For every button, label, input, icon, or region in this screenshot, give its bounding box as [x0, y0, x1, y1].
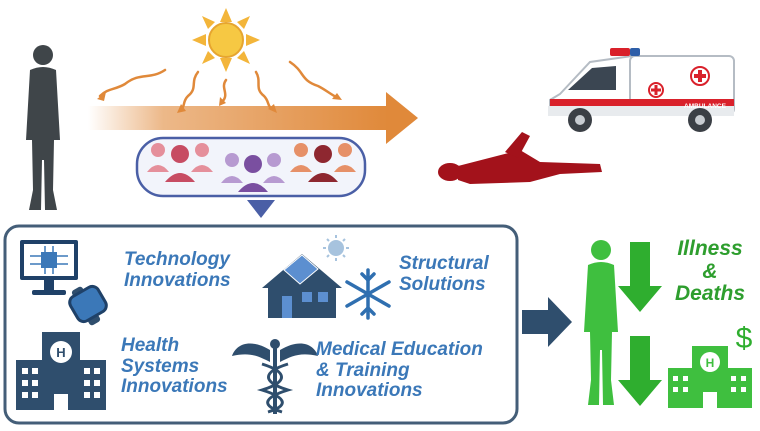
green-hospital-icon: H: [668, 346, 752, 408]
smartwatch-icon: [68, 284, 108, 326]
person-silhouette-icon: [26, 45, 60, 210]
crowd-down-arrow: [247, 200, 275, 218]
innovations-panel: [3, 224, 519, 425]
collapsed-person-icon: [438, 132, 602, 184]
heat-waves: [98, 60, 340, 112]
caduceus-icon: [232, 339, 318, 414]
label-health: Health Systems Innovations: [121, 335, 228, 398]
crowd-icon: [147, 143, 356, 192]
ambulance-label: AMBULANCE: [684, 103, 727, 110]
sun-icon: [192, 8, 260, 72]
dollar-icon: $: [736, 322, 753, 355]
label-outcome: Illness & Deaths: [674, 237, 746, 306]
heat-arrow: [88, 92, 418, 144]
green-person-icon: [584, 240, 618, 405]
green-hospital-badge: H: [706, 356, 715, 370]
hospital-icon: H: [16, 332, 106, 410]
label-technology: Technology Innovations: [124, 249, 231, 291]
down-arrow-icon: [618, 336, 662, 406]
down-arrow-icon: [618, 242, 662, 312]
computer-chip-icon: [20, 240, 78, 295]
small-sun-icon: [323, 235, 349, 261]
label-medical: Medical Education & Training Innovations: [316, 339, 483, 402]
right-arrow: [522, 297, 572, 347]
heat-wave-heads: [97, 92, 342, 113]
hospital-badge: H: [56, 345, 65, 360]
label-structural: Structural Solutions: [399, 253, 489, 295]
solar-house-icon: [262, 254, 342, 318]
ambulance-icon: AMBULANCE: [548, 48, 735, 132]
snowflake-icon: [345, 268, 391, 320]
